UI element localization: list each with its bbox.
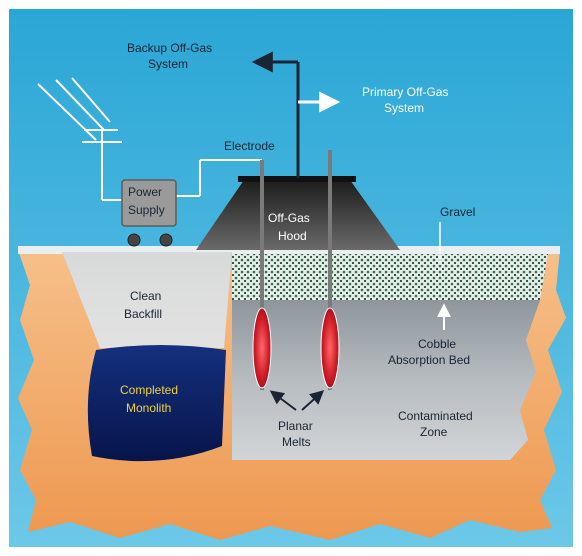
monolith-label-line1: Completed <box>120 383 178 397</box>
hood-label-line2: Hood <box>278 229 307 243</box>
power-supply-box <box>121 179 177 227</box>
planar-melt-right <box>320 307 340 389</box>
primary-label-line1: Primary Off-Gas <box>362 85 448 99</box>
zone-label-line2: Zone <box>420 425 448 439</box>
backup-label-line2: System <box>148 57 188 71</box>
melts-label-line2: Melts <box>282 435 311 449</box>
electrode-label: Electrode <box>224 139 275 153</box>
gravel-label: Gravel <box>440 205 475 219</box>
backfill-light <box>62 252 232 348</box>
cobble-label-line2: Absorption Bed <box>388 353 470 367</box>
backfill-label-line1: Clean <box>130 289 161 303</box>
cobble-label-line1: Cobble <box>418 337 456 351</box>
contaminated-zone <box>232 300 540 460</box>
power-supply-wheel <box>159 233 173 247</box>
melts-label-line1: Planar <box>278 419 313 433</box>
primary-label-line2: System <box>384 101 424 115</box>
power-supply-wheel <box>127 233 141 247</box>
hood-label-line1: Off-Gas <box>268 211 310 225</box>
monolith-label-line2: Monolith <box>126 401 171 415</box>
hood-cap <box>238 176 356 182</box>
power-label-line1: Power <box>128 185 162 199</box>
melt-arrow-right <box>301 390 325 411</box>
off-gas-hood <box>196 180 400 250</box>
power-label-line2: Supply <box>128 203 165 217</box>
completed-monolith <box>87 345 226 462</box>
zone-label-line1: Contaminated <box>398 409 473 423</box>
planar-melt-left <box>252 307 272 389</box>
gravel-layer <box>232 254 548 300</box>
melt-arrow-left <box>269 390 297 411</box>
backup-label-line1: Backup Off-Gas <box>127 41 212 55</box>
backfill-label-line2: Backfill <box>124 307 162 321</box>
